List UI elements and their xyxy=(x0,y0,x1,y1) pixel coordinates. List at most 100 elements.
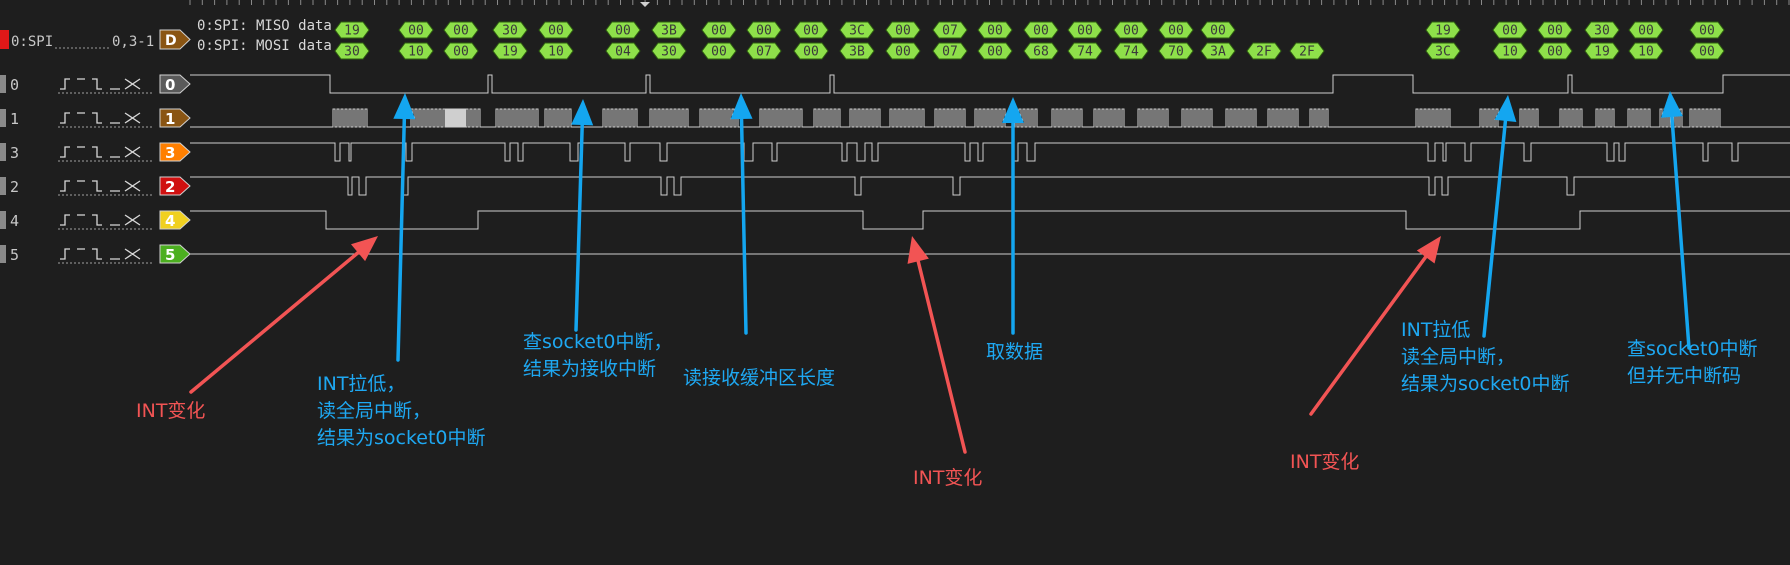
decoder-tag-badge[interactable] xyxy=(159,29,191,50)
spi-miso-byte[interactable]: 00 xyxy=(1023,21,1059,39)
spi-byte-value: 10 xyxy=(408,45,424,60)
spi-mosi-byte[interactable]: 00 xyxy=(1689,42,1725,60)
spi-mosi-byte[interactable]: 30 xyxy=(651,42,687,60)
arrow-int-change-2 xyxy=(907,236,967,454)
spi-mosi-byte[interactable]: 30 xyxy=(334,42,370,60)
spi-mosi-byte[interactable]: 19 xyxy=(1584,42,1620,60)
annotation-line: 结果为socket0中断 xyxy=(1401,373,1570,395)
spi-byte-value: 00 xyxy=(453,24,469,39)
spi-byte-shape xyxy=(977,42,1013,60)
trigger-settings-icon[interactable] xyxy=(58,78,152,94)
spi-miso-byte[interactable]: 00 xyxy=(1067,21,1103,39)
spi-miso-byte[interactable]: 00 xyxy=(605,21,641,39)
spi-miso-byte[interactable]: 19 xyxy=(334,21,370,39)
decoder-channel-range: 0,3-1 xyxy=(112,34,154,50)
spi-miso-byte[interactable]: 00 xyxy=(1689,21,1725,39)
cursor-marker-icon[interactable] xyxy=(640,2,650,7)
spi-byte-value: 07 xyxy=(942,45,958,60)
spi-miso-byte[interactable]: 00 xyxy=(1200,21,1236,39)
spi-byte-value: 00 xyxy=(453,45,469,60)
spi-byte-value: 00 xyxy=(1033,24,1049,39)
spi-miso-byte[interactable]: 00 xyxy=(885,21,921,39)
spi-mosi-byte[interactable]: 00 xyxy=(1537,42,1573,60)
spi-mosi-byte[interactable]: 3A xyxy=(1200,42,1236,60)
spi-miso-byte[interactable]: 00 xyxy=(1537,21,1573,39)
spi-mosi-byte[interactable]: 00 xyxy=(793,42,829,60)
spi-miso-byte[interactable]: 00 xyxy=(793,21,829,39)
spi-mosi-byte[interactable]: 10 xyxy=(398,42,434,60)
spi-miso-byte[interactable]: 00 xyxy=(1113,21,1149,39)
spi-byte-value: 68 xyxy=(1033,45,1049,60)
spi-mosi-byte[interactable]: 19 xyxy=(492,42,528,60)
trigger-settings-icon[interactable] xyxy=(58,214,152,230)
spi-byte-value: 3A xyxy=(1210,45,1226,60)
spi-mosi-byte[interactable]: 74 xyxy=(1067,42,1103,60)
spi-mosi-byte[interactable]: 10 xyxy=(538,42,574,60)
trigger-settings-icon[interactable] xyxy=(58,180,152,196)
spi-mosi-byte[interactable]: 70 xyxy=(1158,42,1194,60)
spi-miso-byte[interactable]: 00 xyxy=(1628,21,1664,39)
spi-miso-byte[interactable]: 00 xyxy=(1158,21,1194,39)
spi-mosi-byte[interactable]: 3B xyxy=(839,42,875,60)
arrow-int-change-1 xyxy=(189,236,378,394)
spi-miso-byte[interactable]: 30 xyxy=(1584,21,1620,39)
spi-byte-shape xyxy=(885,42,921,60)
trigger-settings-icon[interactable] xyxy=(58,248,152,264)
spi-mosi-byte[interactable]: 00 xyxy=(443,42,479,60)
spi-miso-byte[interactable]: 3C xyxy=(839,21,875,39)
spi-byte-value: 19 xyxy=(502,45,518,60)
channel-number: 4 xyxy=(10,212,19,230)
spi-mosi-byte[interactable]: 74 xyxy=(1113,42,1149,60)
spi-mosi-byte[interactable]: 07 xyxy=(932,42,968,60)
spi-byte-value: 3C xyxy=(1435,45,1451,60)
spi-miso-byte[interactable]: 3B xyxy=(651,21,687,39)
channel-badge xyxy=(159,142,191,162)
spi-miso-byte[interactable]: 07 xyxy=(932,21,968,39)
spi-byte-value: 00 xyxy=(987,24,1003,39)
spi-mosi-byte[interactable]: 10 xyxy=(1492,42,1528,60)
spi-mosi-byte[interactable]: 00 xyxy=(885,42,921,60)
spi-mosi-byte[interactable]: 2F xyxy=(1246,42,1282,60)
spi-mosi-byte[interactable]: 04 xyxy=(605,42,641,60)
spi-mosi-byte[interactable]: 00 xyxy=(701,42,737,60)
spi-mosi-byte[interactable]: 2F xyxy=(1289,42,1325,60)
spi-byte-shape xyxy=(1023,21,1059,39)
spi-miso-byte[interactable]: 30 xyxy=(492,21,528,39)
trigger-settings-icon[interactable] xyxy=(58,112,152,128)
spi-byte-shape xyxy=(1537,42,1573,60)
annotation-line: INT拉低， xyxy=(317,373,405,395)
spi-miso-byte[interactable]: 00 xyxy=(977,21,1013,39)
spi-miso-byte[interactable]: 00 xyxy=(443,21,479,39)
spi-byte-value: 3C xyxy=(849,24,865,39)
spi-byte-value: 00 xyxy=(803,24,819,39)
annotation-fetch-data: 取数据 xyxy=(986,341,1043,363)
spi-miso-byte[interactable]: 00 xyxy=(701,21,737,39)
trigger-settings-icon[interactable] xyxy=(58,146,152,162)
spi-byte-shape xyxy=(793,42,829,60)
spi-miso-byte[interactable]: 00 xyxy=(1492,21,1528,39)
spi-miso-byte[interactable]: 00 xyxy=(398,21,434,39)
spi-mosi-byte[interactable]: 07 xyxy=(746,42,782,60)
channel-badge xyxy=(159,74,191,94)
spi-miso-byte[interactable]: 00 xyxy=(746,21,782,39)
time-ruler[interactable] xyxy=(189,0,1790,7)
spi-miso-byte[interactable]: 19 xyxy=(1425,21,1461,39)
channel-number: 5 xyxy=(10,246,19,264)
spi-mosi-byte[interactable]: 10 xyxy=(1628,42,1664,60)
spi-mosi-byte[interactable]: 68 xyxy=(1023,42,1059,60)
spi-byte-shape xyxy=(1113,42,1149,60)
spi-mosi-byte[interactable]: 00 xyxy=(977,42,1013,60)
arrow-int-low-2 xyxy=(1482,95,1517,338)
spi-byte-value: 00 xyxy=(1210,24,1226,39)
spi-miso-byte[interactable]: 00 xyxy=(538,21,574,39)
spi-mosi-byte[interactable]: 3C xyxy=(1425,42,1461,60)
